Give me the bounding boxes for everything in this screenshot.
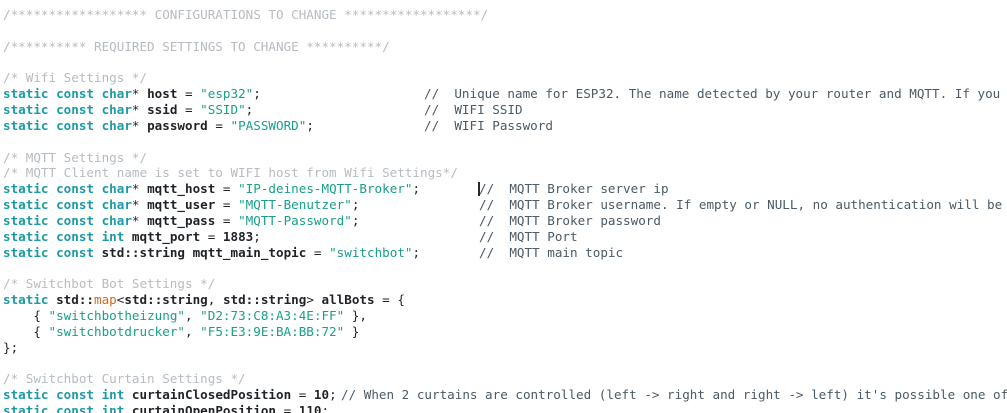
code-line-blank <box>0 356 1007 372</box>
declaration: static const char* ssid = "SSID"; <box>3 102 254 118</box>
declaration: static const int curtainOpenPosition = 1… <box>3 403 330 413</box>
code-line: { "switchbotheizung", "D2:73:C8:A3:4E:FF… <box>0 308 1007 324</box>
declaration: static const int curtainClosedPosition =… <box>3 387 337 403</box>
code-line-blank <box>0 134 1007 150</box>
code-line: static std::map<std::string, std::string… <box>0 292 1007 308</box>
block-comment: /* MQTT Settings */ <box>3 149 148 165</box>
declaration: static const char* password = "PASSWORD"… <box>3 117 314 133</box>
code-line-blank <box>0 261 1007 277</box>
trailing-comment: // WIFI SSID <box>424 102 523 118</box>
trailing-comment: // Unique name for ESP32. The name detec… <box>424 86 1007 102</box>
code-line-blank <box>0 23 1007 39</box>
block-comment: /* Switchbot Curtain Settings */ <box>3 371 246 387</box>
trailing-comment: // WIFI Password <box>424 117 553 133</box>
trailing-comment: // When 2 curtains are controlled (left … <box>341 387 1007 403</box>
block-comment: /********** REQUIRED SETTINGS TO CHANGE … <box>3 38 390 54</box>
code-line: /* Wifi Settings */ <box>0 70 1007 86</box>
map-entry: { "switchbotdrucker", "F5:E3:9E:BA:BB:72… <box>3 323 360 339</box>
code-line: { "switchbotdrucker", "F5:E3:9E:BA:BB:72… <box>0 324 1007 340</box>
block-comment: /****************** CONFIGURATIONS TO CH… <box>3 7 489 22</box>
declaration: static const char* mqtt_host = "IP-deine… <box>3 181 421 197</box>
block-comment: /* MQTT Client name is set to WIFI host … <box>3 165 458 181</box>
code-line: /* Switchbot Bot Settings */ <box>0 276 1007 292</box>
declaration: static const char* mqtt_pass = "MQTT-Pas… <box>3 212 360 228</box>
declaration: static const int mqtt_port = 1883; <box>3 228 261 244</box>
code-line-blank <box>0 55 1007 71</box>
block-comment: /* Switchbot Bot Settings */ <box>3 276 216 292</box>
trailing-comment: // MQTT Broker password <box>479 212 661 228</box>
code-line: /* MQTT Client name is set to WIFI host … <box>0 165 1007 181</box>
declaration: static const char* mqtt_user = "MQTT-Ben… <box>3 197 360 213</box>
block-comment: /* Wifi Settings */ <box>3 70 148 86</box>
code-line: static const int mqtt_port = 1883; // MQ… <box>0 229 1007 245</box>
code-line: static const char* ssid = "SSID"; // WIF… <box>0 102 1007 118</box>
code-line: /* MQTT Settings */ <box>0 150 1007 166</box>
code-line: static const char* mqtt_host = "IP-deine… <box>0 181 1007 197</box>
code-line: static const char* host = "esp32"; // Un… <box>0 86 1007 102</box>
code-line: static const char* mqtt_user = "MQTT-Ben… <box>0 197 1007 213</box>
code-line-clipped: static const int curtainOpenPosition = 1… <box>0 403 1007 413</box>
map-entry: { "switchbotheizung", "D2:73:C8:A3:4E:FF… <box>3 308 367 324</box>
code-line: }; <box>0 340 1007 356</box>
trailing-comment: // MQTT Broker username. If empty or NUL… <box>479 197 1007 213</box>
code-line: /********** REQUIRED SETTINGS TO CHANGE … <box>0 39 1007 55</box>
declaration: }; <box>3 339 19 355</box>
code-line: /****************** CONFIGURATIONS TO CH… <box>0 7 1007 23</box>
declaration: static const std::string mqtt_main_topic… <box>3 244 421 260</box>
trailing-comment: // MQTT main topic <box>479 244 624 260</box>
code-line: static const int curtainClosedPosition =… <box>0 387 1007 403</box>
code-line: static const char* mqtt_pass = "MQTT-Pas… <box>0 213 1007 229</box>
trailing-comment: // MQTT Port <box>479 228 578 244</box>
declaration: static const char* host = "esp32"; <box>3 86 261 102</box>
text-caret <box>478 182 480 197</box>
code-line: static const char* password = "PASSWORD"… <box>0 118 1007 134</box>
code-line: /* Switchbot Curtain Settings */ <box>0 371 1007 387</box>
declaration: static std::map<std::string, std::string… <box>3 292 405 308</box>
trailing-comment: // MQTT Broker server ip <box>479 181 669 197</box>
code-line: static const std::string mqtt_main_topic… <box>0 245 1007 261</box>
